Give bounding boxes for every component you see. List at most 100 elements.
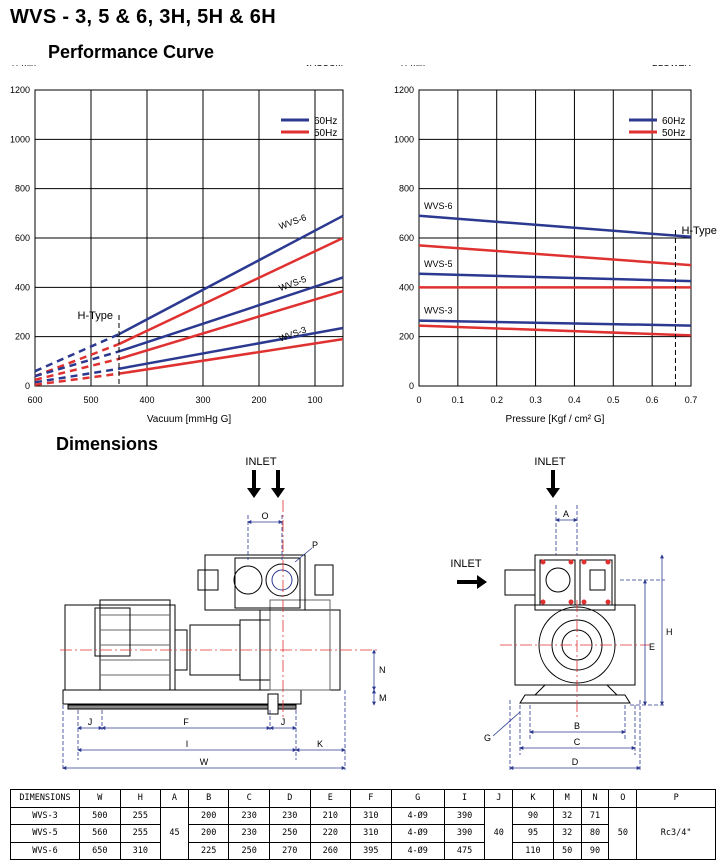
series-label: WVS-5 <box>424 259 453 269</box>
series-line <box>118 326 344 370</box>
performance-heading: Performance Curve <box>48 42 215 62</box>
y-tick-label: 1000 <box>10 134 30 144</box>
series-label: WVS-3 <box>277 325 307 344</box>
y-tick-label: 400 <box>15 282 30 292</box>
table-cell-merged: 45 <box>160 806 189 860</box>
table-cell: 80 <box>580 824 610 843</box>
x-tick-label: 300 <box>195 395 210 405</box>
table-cell: 310 <box>350 806 392 825</box>
y-tick-label: 400 <box>399 282 414 292</box>
legend-label: 60Hz <box>662 116 685 127</box>
table-cell: 95 <box>512 824 554 843</box>
y-axis-label: l / min <box>12 65 36 68</box>
x-tick-label: 0.4 <box>568 395 581 405</box>
table-header: G <box>390 789 445 808</box>
series-line-dashed <box>34 357 120 382</box>
table-cell: 230 <box>268 806 311 825</box>
dim-label-f: F <box>183 717 189 727</box>
table-cell: WVS-3 <box>10 806 80 825</box>
legend-label: 50Hz <box>662 128 685 139</box>
x-tick-label: 200 <box>251 395 266 405</box>
x-tick-label: 0 <box>416 395 421 405</box>
dimension-drawing: INLET INLET INLET <box>60 456 673 772</box>
legend-label: 50Hz <box>314 128 337 139</box>
dim-label-w: W <box>200 757 209 767</box>
inlet-left: INLET <box>245 456 285 498</box>
dim-label-b: B <box>574 721 580 731</box>
dim-label-j: J <box>88 717 93 727</box>
plot-frame <box>418 89 692 387</box>
table-cell: 4-Ø9 <box>390 806 445 825</box>
table-cell: WVS-6 <box>10 841 80 860</box>
table-header: B <box>187 789 230 808</box>
series-line-dashed <box>34 372 120 387</box>
table-cell: 32 <box>552 824 582 843</box>
inlet-arrow-icon <box>546 470 560 498</box>
x-tick-label: 100 <box>307 395 322 405</box>
table-cell: 250 <box>228 841 270 860</box>
x-tick-label: 400 <box>139 395 154 405</box>
series-line <box>118 236 344 346</box>
x-tick-label: 0.7 <box>685 395 698 405</box>
table-cell: 90 <box>512 806 554 825</box>
dimensions-table: DIMENSIONS W H A B C D E F G I J K M N O… <box>10 789 716 860</box>
y-tick-label: 200 <box>15 332 30 342</box>
series-line <box>118 276 344 353</box>
table-cell: 210 <box>309 806 352 825</box>
dim-label-c: C <box>574 737 581 747</box>
table-cell: 50 <box>552 841 582 860</box>
series-label: WVS-6 <box>424 201 453 211</box>
series-line <box>418 214 692 239</box>
front-view <box>504 554 636 704</box>
series-line <box>118 337 344 375</box>
table-cell: 230 <box>228 806 270 825</box>
table-cell-merged: 50 <box>608 806 638 860</box>
dim-label-h: H <box>666 627 673 637</box>
dim-label-e: E <box>649 642 655 652</box>
table-header: W <box>79 789 121 808</box>
dim-label-d: D <box>572 757 579 767</box>
table-cell: 255 <box>119 824 162 843</box>
y-tick-label: 600 <box>399 233 414 243</box>
table-cell: 71 <box>580 806 610 825</box>
legend-label: 60Hz <box>314 116 337 127</box>
x-axis-label: Vacuum [mmHg G] <box>147 414 231 425</box>
side-view <box>62 554 341 715</box>
table-header: M <box>552 789 582 808</box>
bolt-markers <box>540 559 611 605</box>
dim-label-o: O <box>261 511 268 521</box>
inlet-label: INLET <box>245 456 276 468</box>
y-tick-label: 600 <box>15 233 30 243</box>
table-cell: 110 <box>512 841 554 860</box>
table-cell: 32 <box>552 806 582 825</box>
table-header: J <box>484 789 514 808</box>
table-cell: 390 <box>443 806 486 825</box>
table-header: E <box>309 789 352 808</box>
table-header: O <box>608 789 638 808</box>
table-header: C <box>228 789 270 808</box>
y-tick-label: 800 <box>399 184 414 194</box>
x-tick-label: 0.1 <box>452 395 465 405</box>
chart-mode-label: BLOWER <box>652 65 692 68</box>
x-axis-label: Pressure [Kgf / cm² G] <box>506 414 605 425</box>
y-axis-label: l / min <box>401 65 425 68</box>
table-cell: 250 <box>268 824 311 843</box>
series-line <box>418 244 692 267</box>
x-tick-label: 0.3 <box>529 395 542 405</box>
table-header: DIMENSIONS <box>10 789 80 808</box>
table-cell: WVS-5 <box>10 824 80 843</box>
y-tick-label: 1000 <box>394 134 414 144</box>
inlet-arrow-icon <box>247 470 261 498</box>
inlet-label: INLET <box>450 558 481 570</box>
series-label: WVS-6 <box>277 212 307 231</box>
table-cell: 255 <box>119 806 162 825</box>
side-dimension-lines <box>60 500 380 770</box>
table-header: P <box>636 789 716 808</box>
table-cell: 650 <box>79 841 121 860</box>
vacuum-chart: 600500400300200100020040060080010001200l… <box>10 65 344 425</box>
h-type-label: H-Type <box>78 310 113 322</box>
series-line-dashed <box>34 367 120 384</box>
table-cell: 500 <box>79 806 121 825</box>
inlet-label: INLET <box>534 456 565 468</box>
